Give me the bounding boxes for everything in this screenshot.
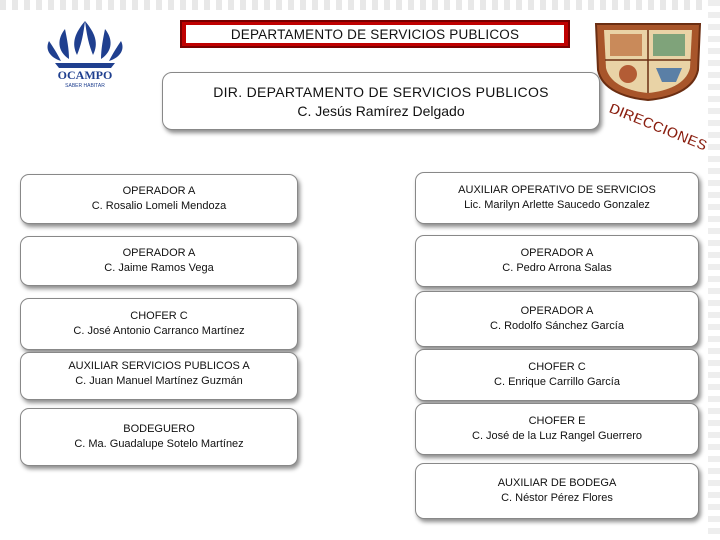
department-head-box: DIR. DEPARTAMENTO DE SERVICIOS PUBLICOS … [162, 72, 600, 130]
staff-card: AUXILIAR OPERATIVO DE SERVICIOS Lic. Mar… [415, 172, 699, 224]
staff-card: BODEGUERO C. Ma. Guadalupe Sotelo Martín… [20, 408, 298, 466]
staff-role: CHOFER C [528, 361, 586, 373]
staff-person: C. Jaime Ramos Vega [104, 262, 214, 274]
staff-role: CHOFER E [528, 415, 586, 427]
staff-person: C. Juan Manuel Martínez Guzmán [75, 375, 243, 387]
staff-role: OPERADOR A [520, 247, 594, 259]
direcciones-stamp-graphic: DIRECCIONES [606, 100, 710, 155]
staff-card: CHOFER C C. Enrique Carrillo García [415, 349, 699, 401]
staff-role: OPERADOR A [520, 305, 594, 317]
staff-role: AUXILIAR OPERATIVO DE SERVICIOS [458, 184, 656, 196]
staff-person: C. José de la Luz Rangel Guerrero [472, 430, 642, 442]
staff-person: C. José Antonio Carranco Martínez [73, 325, 245, 337]
staff-person: C. Ma. Guadalupe Sotelo Martínez [74, 438, 244, 450]
staff-card: CHOFER C C. José Antonio Carranco Martín… [20, 298, 298, 350]
head-person: C. Jesús Ramírez Delgado [297, 102, 465, 119]
municipal-logo-icon: OCAMPO SABER HABITAR [47, 21, 123, 89]
staff-role: OPERADOR A [122, 247, 196, 259]
municipal-logo: OCAMPO SABER HABITAR [10, 14, 160, 90]
logo-text: OCAMPO [58, 68, 113, 82]
coat-of-arms [590, 18, 706, 102]
page-title: DEPARTAMENTO DE SERVICIOS PUBLICOS [186, 25, 564, 43]
decorative-border-right [708, 0, 720, 540]
staff-card: AUXILIAR DE BODEGA C. Néstor Pérez Flore… [415, 463, 699, 519]
staff-role: AUXILIAR SERVICIOS PUBLICOS A [68, 360, 250, 372]
staff-card: CHOFER E C. José de la Luz Rangel Guerre… [415, 403, 699, 455]
staff-card: OPERADOR A C. Pedro Arrona Salas [415, 235, 699, 287]
staff-role: AUXILIAR DE BODEGA [497, 477, 617, 489]
staff-person: C. Rodolfo Sánchez García [490, 320, 624, 332]
direcciones-text: DIRECCIONES [607, 104, 710, 155]
head-role: DIR. DEPARTAMENTO DE SERVICIOS PUBLICOS [213, 83, 549, 100]
staff-role: CHOFER C [130, 310, 188, 322]
staff-card: AUXILIAR SERVICIOS PUBLICOS A C. Juan Ma… [20, 352, 298, 400]
coat-of-arms-icon [594, 23, 702, 102]
staff-card: OPERADOR A C. Jaime Ramos Vega [20, 236, 298, 286]
staff-person: C. Pedro Arrona Salas [502, 262, 612, 274]
logo-subtext: SABER HABITAR [65, 83, 105, 89]
staff-card: OPERADOR A C. Rosalio Lomeli Mendoza [20, 174, 298, 224]
title-banner: DEPARTAMENTO DE SERVICIOS PUBLICOS [180, 20, 570, 48]
staff-role: BODEGUERO [123, 423, 195, 435]
staff-card: OPERADOR A C. Rodolfo Sánchez García [415, 291, 699, 347]
staff-role: OPERADOR A [122, 185, 196, 197]
staff-person: Lic. Marilyn Arlette Saucedo Gonzalez [464, 199, 650, 211]
staff-person: C. Néstor Pérez Flores [501, 492, 613, 504]
staff-person: C. Enrique Carrillo García [494, 376, 620, 388]
direcciones-stamp: DIRECCIONES [606, 100, 710, 164]
decorative-border-top [0, 0, 720, 10]
staff-person: C. Rosalio Lomeli Mendoza [91, 200, 227, 212]
